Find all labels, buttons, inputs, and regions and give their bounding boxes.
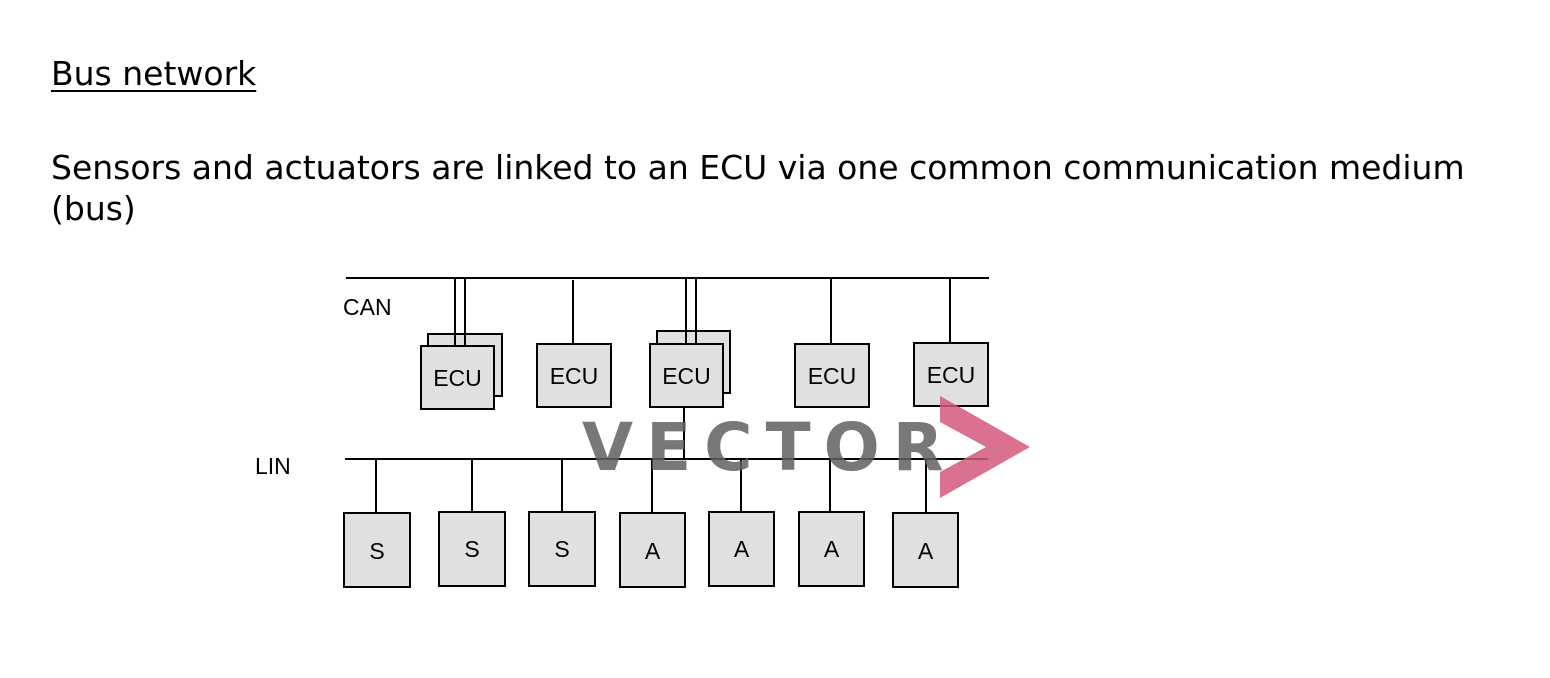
slide-body-text: Sensors and actuators are linked to an E… — [51, 148, 1465, 228]
actuator-node-4: A — [892, 459, 959, 588]
ecu-box — [420, 345, 495, 410]
can-bus-label: CAN — [343, 294, 392, 320]
actuator-node-1: A — [619, 459, 686, 588]
ecu-label: ECU — [662, 363, 711, 389]
actuator-label: A — [645, 538, 661, 564]
lin-bus-label: LIN — [255, 453, 291, 479]
sensor-label: S — [464, 536, 479, 562]
sensor-box — [438, 511, 506, 587]
vector-watermark: VECTOR — [582, 396, 1030, 498]
ecu-box — [913, 342, 989, 407]
ecu-box — [649, 343, 724, 408]
ecu-label: ECU — [808, 363, 857, 389]
ecu-box — [536, 343, 612, 408]
sensor-node-3: S — [528, 459, 596, 587]
ecu-label: ECU — [550, 363, 599, 389]
slide-title: Bus network — [51, 54, 257, 93]
ecu-box — [794, 343, 870, 408]
actuator-label: A — [824, 536, 840, 562]
sensor-box — [343, 512, 411, 588]
actuator-box — [892, 512, 959, 588]
actuator-node-2: A — [708, 459, 775, 587]
sensor-box — [528, 511, 596, 587]
watermark-text: VECTOR — [582, 409, 957, 486]
sensor-node-2: S — [438, 459, 506, 587]
ecu-label: ECU — [433, 365, 482, 391]
actuator-label: A — [918, 538, 934, 564]
ecu-node-3-gateway: ECU — [649, 278, 731, 459]
ecu-node-4: ECU — [794, 278, 870, 408]
actuator-box — [708, 511, 775, 587]
sensor-node-1: S — [343, 459, 411, 588]
actuator-node-3: A — [798, 459, 865, 587]
vector-chevron-icon — [940, 396, 1030, 498]
actuator-box — [619, 512, 686, 588]
ecu-node-5: ECU — [913, 278, 989, 407]
ecu-node-2: ECU — [536, 280, 612, 408]
sensor-label: S — [554, 536, 569, 562]
ecu-node-1: ECU — [420, 278, 503, 410]
actuator-label: A — [734, 536, 750, 562]
actuator-box — [798, 511, 865, 587]
sensor-label: S — [369, 538, 384, 564]
ecu-label: ECU — [927, 362, 976, 388]
